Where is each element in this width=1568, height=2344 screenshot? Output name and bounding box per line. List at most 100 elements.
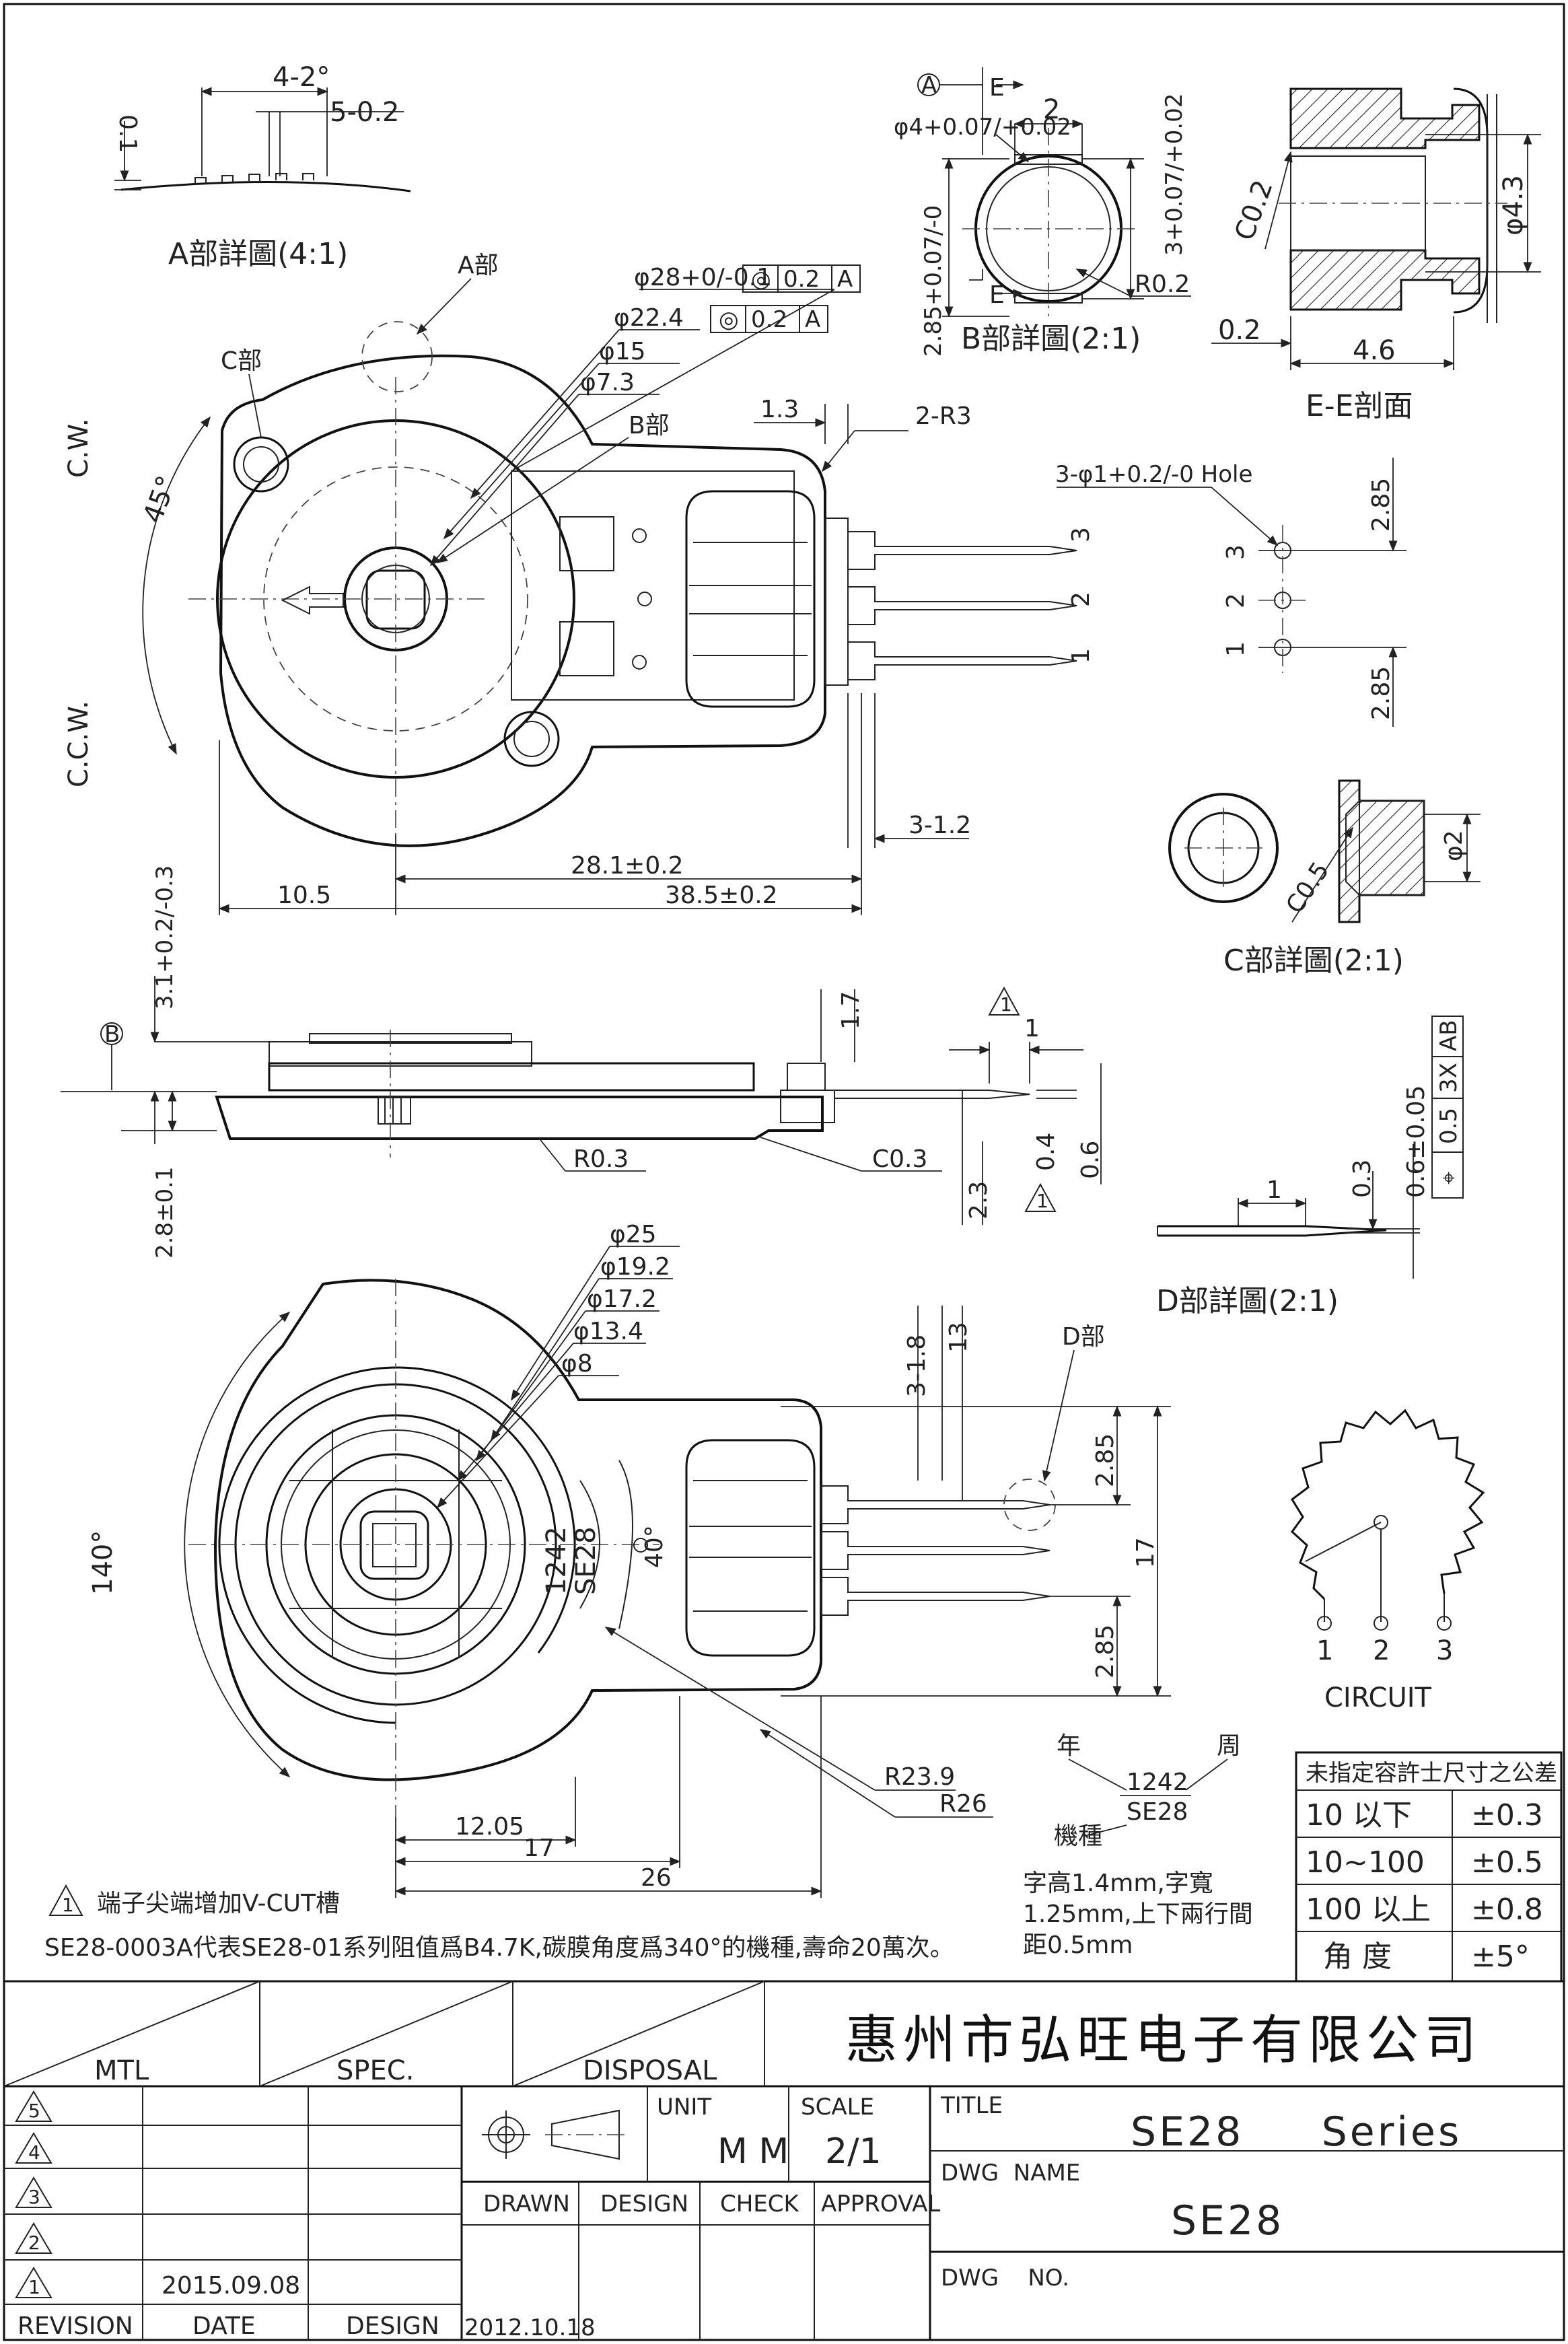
circuit-pin-2: 2 <box>1373 1635 1390 1666</box>
bottom-dim-3-1-8: 3-1.8 <box>903 1335 931 1397</box>
tolerance-title: 未指定容許士尺寸之公差 <box>1306 1760 1557 1787</box>
bottom-dim-13: 13 <box>945 1322 972 1353</box>
side-dim-0-6: 0.6 <box>1077 1141 1104 1179</box>
section-ee-dim-offset: 0.2 <box>1218 315 1261 346</box>
detail-d-dim-0-6: 0.6±0.05 <box>1402 1085 1430 1198</box>
dwg-name-label: DWG NAME <box>941 2160 1080 2187</box>
top-dim-38-5: 38.5±0.2 <box>665 882 778 909</box>
note-series: SE28-0003A代表SE28-01系列阻值爲B4.7K,碳膜角度爲340°的… <box>44 1934 954 1962</box>
top-dim-10-5: 10.5 <box>277 882 331 909</box>
detail-a-title: A部詳圖(4:1) <box>168 237 348 271</box>
top-gdt-1: ◎ 0.2 A <box>742 264 861 293</box>
resistor-symbol <box>1290 1409 1485 1600</box>
detail-a-dim-3: 0.1 <box>114 114 141 153</box>
side-dim-1: 1 <box>1024 1015 1040 1042</box>
bottom-dim-13-4: φ13.4 <box>573 1318 643 1345</box>
section-ee-dim-width: 4.6 <box>1353 335 1396 366</box>
circuit-title: CIRCUIT <box>1324 1682 1432 1713</box>
detail-d-gdt-datums: AB <box>1435 1020 1462 1051</box>
bottom-dim-8: φ8 <box>561 1350 593 1378</box>
side-datum: B <box>104 1021 120 1048</box>
top-dim-28-1: 28.1±0.2 <box>571 852 684 880</box>
circuit-pin-1: 1 <box>1316 1635 1333 1666</box>
top-dim-od15: φ15 <box>599 338 646 365</box>
top-gdt-1-symbol: ◎ <box>751 266 771 293</box>
bottom-label-40: 40° <box>641 1525 668 1568</box>
hole-dim-pitch-1: 2.85 <box>1367 478 1395 532</box>
bottom-marking-code: 1242 <box>541 1526 572 1595</box>
top-dim-od7: φ7.3 <box>580 369 635 396</box>
header-mtl: MTL <box>94 2055 149 2086</box>
top-dim-1-3: 1.3 <box>760 396 799 423</box>
font-spec-line-3: 距0.5mm <box>1023 1931 1133 1959</box>
title-block: MTL SPEC. DISPOSAL 惠州市弘旺电子有限公司 5 4 3 2 1… <box>3 1980 1564 2341</box>
bottom-dim-r23-9: R23.9 <box>884 1763 955 1791</box>
detail-d-gdt: ⌖ 0.5 3X AB <box>1431 1016 1464 1199</box>
detail-b-dim-total: 2.85+0.07/-0 <box>920 205 947 357</box>
top-pin-3: 3 <box>1067 527 1095 542</box>
marking-type-label: 機種 <box>1054 1822 1102 1850</box>
hole-dim-pitch-2: 2.85 <box>1367 666 1395 720</box>
bottom-dim-2-85-top: 2.85 <box>1092 1433 1119 1487</box>
marking-year-label: 年 <box>1057 1732 1081 1760</box>
detail-d-view: 1 0.3 0.6±0.05 ⌖ 0.5 3X AB D部詳圖(2:1) <box>1156 1016 1464 1318</box>
detail-c-dim-hole: φ2 <box>1440 830 1468 861</box>
side-dim-height: 3.1+0.2/-0.3 <box>151 865 178 1009</box>
rev-header-revision: REVISION <box>17 2312 133 2340</box>
drawn-date: 2012.10.18 <box>464 2314 596 2341</box>
note-vcut: 端子尖端增加V-CUT槽 <box>97 1890 340 1917</box>
top-pin-2: 2 <box>1067 592 1095 607</box>
hole-pin-2: 2 <box>1222 593 1250 608</box>
side-dim-base: 2.8±0.1 <box>151 1166 178 1258</box>
bottom-view: D部 1242 SE28 40° 140° φ25 φ19.2 φ17.2 φ1… <box>87 1221 1171 1898</box>
top-dim-od22: φ22.4 <box>614 304 684 332</box>
tolerance-value-3: ±0.8 <box>1471 1892 1543 1927</box>
role-check: CHECK <box>720 2191 800 2217</box>
hole-pattern-view: 2.85 2.85 3-φ1+0.2/-0 Hole 3 2 1 <box>1055 458 1406 727</box>
tolerance-value-1: ±0.3 <box>1471 1798 1543 1833</box>
hole-dim-callout: 3-φ1+0.2/-0 Hole <box>1055 461 1252 488</box>
rev-header-date: DATE <box>192 2312 256 2340</box>
bottom-dim-17-height: 17 <box>1132 1537 1160 1568</box>
circuit-diagram: 1 2 3 CIRCUIT <box>1290 1409 1485 1713</box>
top-gdt-2-datum: A <box>805 306 820 333</box>
top-label-b: B部 <box>629 412 670 439</box>
section-ee-title: E-E剖面 <box>1306 389 1413 423</box>
detail-b-dim-radius: R0.2 <box>1135 271 1190 298</box>
top-label-ccw: C.C.W. <box>63 701 94 787</box>
detail-d-dim-1: 1 <box>1267 1176 1282 1204</box>
projection-symbol <box>482 2109 630 2160</box>
bottom-marking-model: SE28 <box>571 1526 602 1595</box>
bottom-dim-25: φ25 <box>610 1221 657 1248</box>
scale-label: SCALE <box>801 2094 874 2121</box>
tolerance-range-1: 10 以下 <box>1306 1798 1412 1833</box>
detail-c-dim-chamfer: C0.5 <box>1281 857 1334 919</box>
top-dim-2r3: 2-R3 <box>915 402 972 430</box>
hole-pin-3: 3 <box>1222 544 1250 560</box>
tolerance-range-4: 角 度 <box>1323 1940 1392 1974</box>
role-approval: APPROVAL <box>821 2191 940 2217</box>
title-label: TITLE <box>940 2092 1003 2119</box>
role-drawn: DRAWN <box>483 2191 570 2217</box>
header-disposal: DISPOSAL <box>583 2055 717 2086</box>
top-label-a: A部 <box>458 252 499 279</box>
rev-mark-4: 4 <box>28 2141 40 2164</box>
section-ee-dim-bore: φ4.3 <box>1498 175 1529 236</box>
general-notes: 1 端子尖端增加V-CUT槽 SE28-0003A代表SE28-01系列阻值爲B… <box>44 1884 954 1962</box>
top-gdt-1-datum: A <box>837 266 853 293</box>
detail-b-dim-width: 2 <box>1043 94 1060 125</box>
detail-b-section-mark-top: E <box>989 74 1005 102</box>
top-gdt-2-symbol: ◎ <box>719 306 739 333</box>
header-spec: SPEC. <box>336 2055 414 2086</box>
side-rev-mark-top: 1 <box>1000 993 1012 1016</box>
detail-d-dim-0-3: 0.3 <box>1349 1160 1376 1198</box>
detail-d-gdt-value: 0.5 <box>1435 1108 1462 1144</box>
side-dim-2-3: 2.3 <box>965 1181 993 1219</box>
rev-mark-3: 3 <box>28 2186 40 2208</box>
bottom-dim-17-width: 17 <box>524 1835 555 1862</box>
detail-d-title: D部詳圖(2:1) <box>1156 1284 1339 1318</box>
detail-d-gdt-count: 3X <box>1435 1063 1462 1093</box>
top-gdt-2: ◎ 0.2 A <box>710 305 828 333</box>
bottom-dim-19-2: φ19.2 <box>600 1253 670 1281</box>
top-dim-3-1-2: 3-1.2 <box>908 812 971 839</box>
